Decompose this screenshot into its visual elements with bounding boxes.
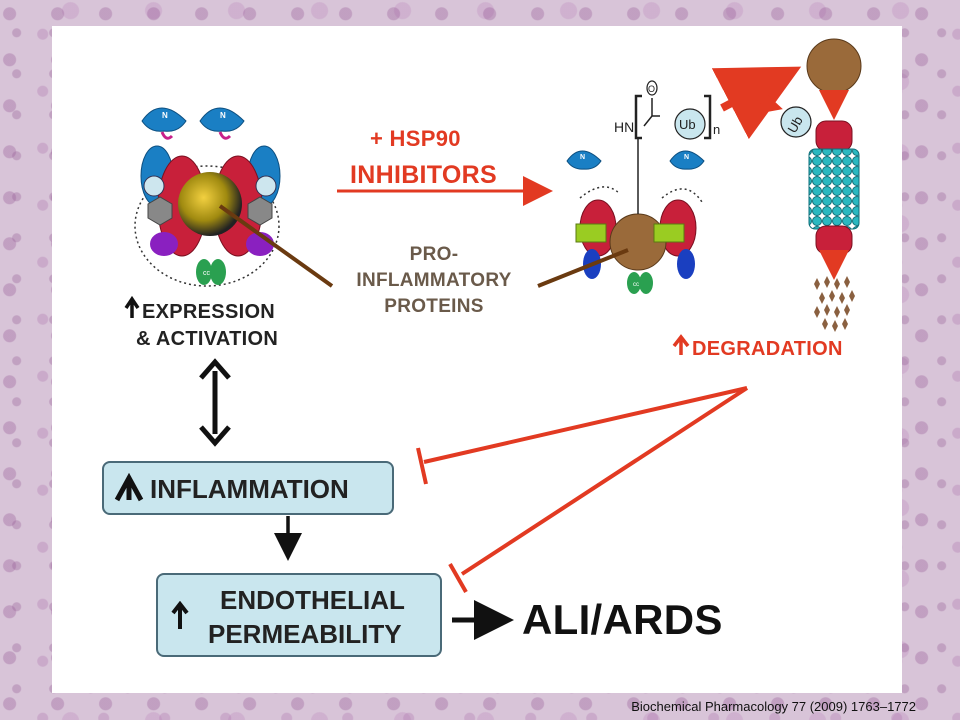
client-protein-left bbox=[178, 172, 242, 236]
complex-outline-left bbox=[134, 165, 280, 287]
inflammation-label: INFLAMMATION bbox=[150, 474, 349, 504]
inhibit-inflammation-bar-icon bbox=[416, 447, 428, 485]
hsp90-inhibitors-line1: + HSP90 bbox=[370, 126, 461, 151]
diagram-graphic: N N cc bbox=[124, 38, 862, 640]
cofactor-blue-2 bbox=[677, 249, 695, 279]
ub-released-label: Ub bbox=[784, 114, 805, 136]
permeability-box: ENDOTHELIAL PERMEABILITY bbox=[156, 573, 442, 657]
cofactor-lightblue-1 bbox=[143, 175, 165, 197]
hsp90-inhibitors-line2: INHIBITORS bbox=[350, 161, 497, 189]
endothelial-label: ENDOTHELIAL bbox=[220, 585, 405, 615]
n-domain-right-2 bbox=[669, 150, 705, 170]
hsp90-complex-right: N N cc bbox=[566, 138, 705, 294]
hsp90-complex-left: N N cc bbox=[134, 107, 281, 287]
proteasome bbox=[806, 38, 862, 332]
inflammation-box: INFLAMMATION bbox=[102, 461, 394, 515]
cofactor-gray-1 bbox=[147, 196, 173, 226]
cochaperone-left-2 bbox=[210, 259, 226, 285]
to-proteasome-arrow bbox=[711, 66, 802, 140]
expression-up-arrow-icon bbox=[124, 295, 140, 318]
n-label-left-1: N bbox=[162, 111, 168, 120]
pro-inflammatory-label: PRO- INFLAMMATORY PROTEINS bbox=[334, 242, 534, 320]
inhibitor-drug-2 bbox=[653, 223, 685, 243]
ubiquitin-icon bbox=[674, 108, 706, 140]
inhibitor-drug-1 bbox=[575, 223, 607, 243]
ubiquitin-released-icon bbox=[780, 106, 812, 138]
cofactor-lightblue-2 bbox=[255, 175, 277, 197]
inhibit-permeability-bar-icon bbox=[448, 563, 468, 593]
pro-line1: PRO- bbox=[409, 244, 459, 265]
cofactor-purple-1 bbox=[150, 232, 178, 256]
n-domain-right-1 bbox=[566, 150, 602, 170]
pro-line2: INFLAMMATORY bbox=[356, 270, 512, 291]
n-domain-left-2 bbox=[199, 107, 245, 132]
double-arrow-icon bbox=[199, 358, 231, 447]
permeability-label: PERMEABILITY bbox=[208, 619, 402, 649]
figure-panel: N N cc bbox=[52, 26, 902, 693]
oxygen-label: O bbox=[648, 84, 655, 94]
pointer-line-left bbox=[218, 204, 334, 288]
n-domain-left-1 bbox=[141, 107, 187, 132]
n-label-right-1: N bbox=[580, 154, 585, 161]
hn-label: HN bbox=[614, 119, 634, 135]
proteasome-core bbox=[808, 148, 860, 230]
inhibit-permeability-line bbox=[460, 386, 749, 576]
degradation-up-arrow-icon bbox=[672, 334, 690, 355]
ub-label: Ub bbox=[679, 117, 696, 132]
cochaperone-right-1 bbox=[627, 272, 641, 294]
expression-line1: EXPRESSION bbox=[142, 301, 276, 323]
citation: Biochemical Pharmacology 77 (2009) 1763–… bbox=[631, 699, 916, 714]
peptide-fragments bbox=[814, 276, 855, 332]
degradation-label: DEGRADATION bbox=[692, 338, 843, 360]
inhibit-inflammation-line bbox=[423, 386, 748, 464]
cochaperone-left-1 bbox=[196, 259, 212, 285]
ubiquitin-notation: HN O Ub n bbox=[614, 80, 720, 140]
n-label-right-2: N bbox=[684, 154, 689, 161]
pointer-line-right bbox=[537, 248, 629, 288]
proteasome-cap-top bbox=[815, 120, 853, 152]
expression-line2: & ACTIVATION bbox=[136, 328, 279, 350]
ub-release-arrow bbox=[751, 93, 783, 114]
proteasome-cap-bottom bbox=[815, 225, 853, 255]
cochaperone-right-2 bbox=[639, 272, 653, 294]
ali-ards-label: ALI/ARDS bbox=[522, 596, 723, 643]
inflammation-up-arrow-icon bbox=[114, 473, 144, 502]
pro-line3: PROTEINS bbox=[384, 296, 484, 317]
n-label-left-2: N bbox=[220, 111, 226, 120]
cc-label-right: cc bbox=[633, 282, 639, 288]
n-subscript-label: n bbox=[713, 122, 720, 137]
targeted-protein bbox=[806, 38, 862, 94]
cofactor-gray-2 bbox=[247, 196, 273, 226]
cc-label-left: cc bbox=[203, 270, 211, 277]
permeability-up-arrow-icon bbox=[171, 601, 189, 629]
